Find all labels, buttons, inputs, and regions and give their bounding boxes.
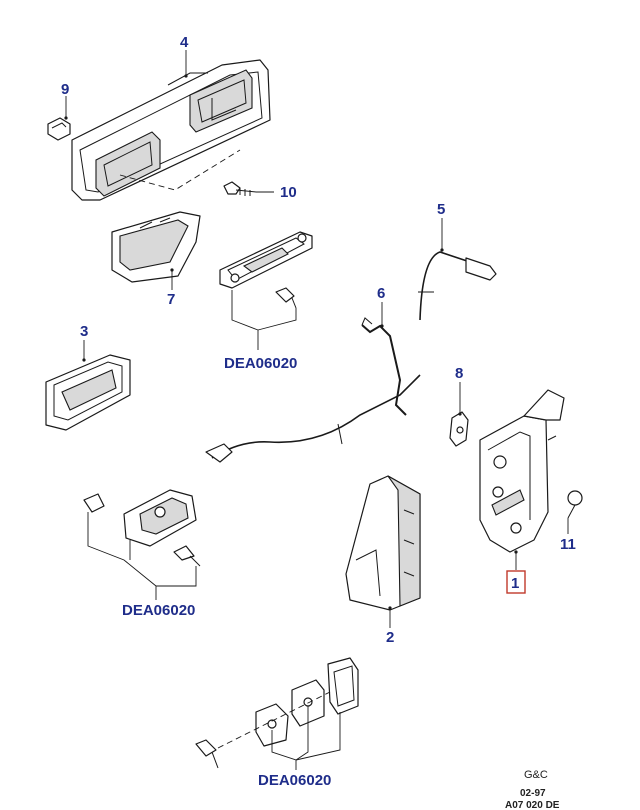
leader-lines xyxy=(64,50,569,770)
footer-date: 02-97 xyxy=(520,788,546,799)
ref-dea06020-middle: DEA06020 xyxy=(122,602,195,619)
release-cable xyxy=(205,374,421,463)
part-4-bezel xyxy=(71,59,271,201)
callout-6: 6 xyxy=(377,285,385,302)
callout-4: 4 xyxy=(180,34,189,51)
callout-9: 9 xyxy=(61,81,69,98)
part-1-latch xyxy=(479,389,565,553)
part-10-screw xyxy=(223,181,257,196)
callout-7: 7 xyxy=(167,291,175,308)
callout-3: 3 xyxy=(80,323,88,340)
part-2-cover xyxy=(345,475,421,611)
callout-1-highlight-box xyxy=(506,570,526,594)
part-5-rod xyxy=(418,251,497,321)
callout-2: 2 xyxy=(386,629,394,646)
footer-maker: G&C xyxy=(524,769,548,781)
callout-labels: 4 9 10 7 3 5 6 8 11 1 2 DEA06020 DEA0602… xyxy=(61,34,576,789)
callout-10: 10 xyxy=(280,184,297,201)
part-8-clip xyxy=(449,411,469,447)
ref-dea06020-top: DEA06020 xyxy=(224,355,297,372)
callout-1: 1 xyxy=(511,575,519,592)
part-11-screw xyxy=(567,490,583,519)
footer-info: G&C 02-97 A07 020 DE xyxy=(505,769,560,810)
callout-5: 5 xyxy=(437,201,445,218)
ref-dea06020-bottom: DEA06020 xyxy=(258,772,331,789)
footer-code: A07 020 DE xyxy=(505,800,560,810)
handle-plate-assembly xyxy=(219,231,313,309)
striker-assembly xyxy=(195,657,359,769)
callout-11: 11 xyxy=(560,536,576,553)
lock-bracket-assembly xyxy=(83,489,201,567)
callout-8: 8 xyxy=(455,365,463,382)
part-9-clip xyxy=(47,117,71,141)
part-3-bezel xyxy=(45,354,131,431)
part-6-rod xyxy=(361,317,407,416)
part-7-handle-cup xyxy=(111,211,201,283)
